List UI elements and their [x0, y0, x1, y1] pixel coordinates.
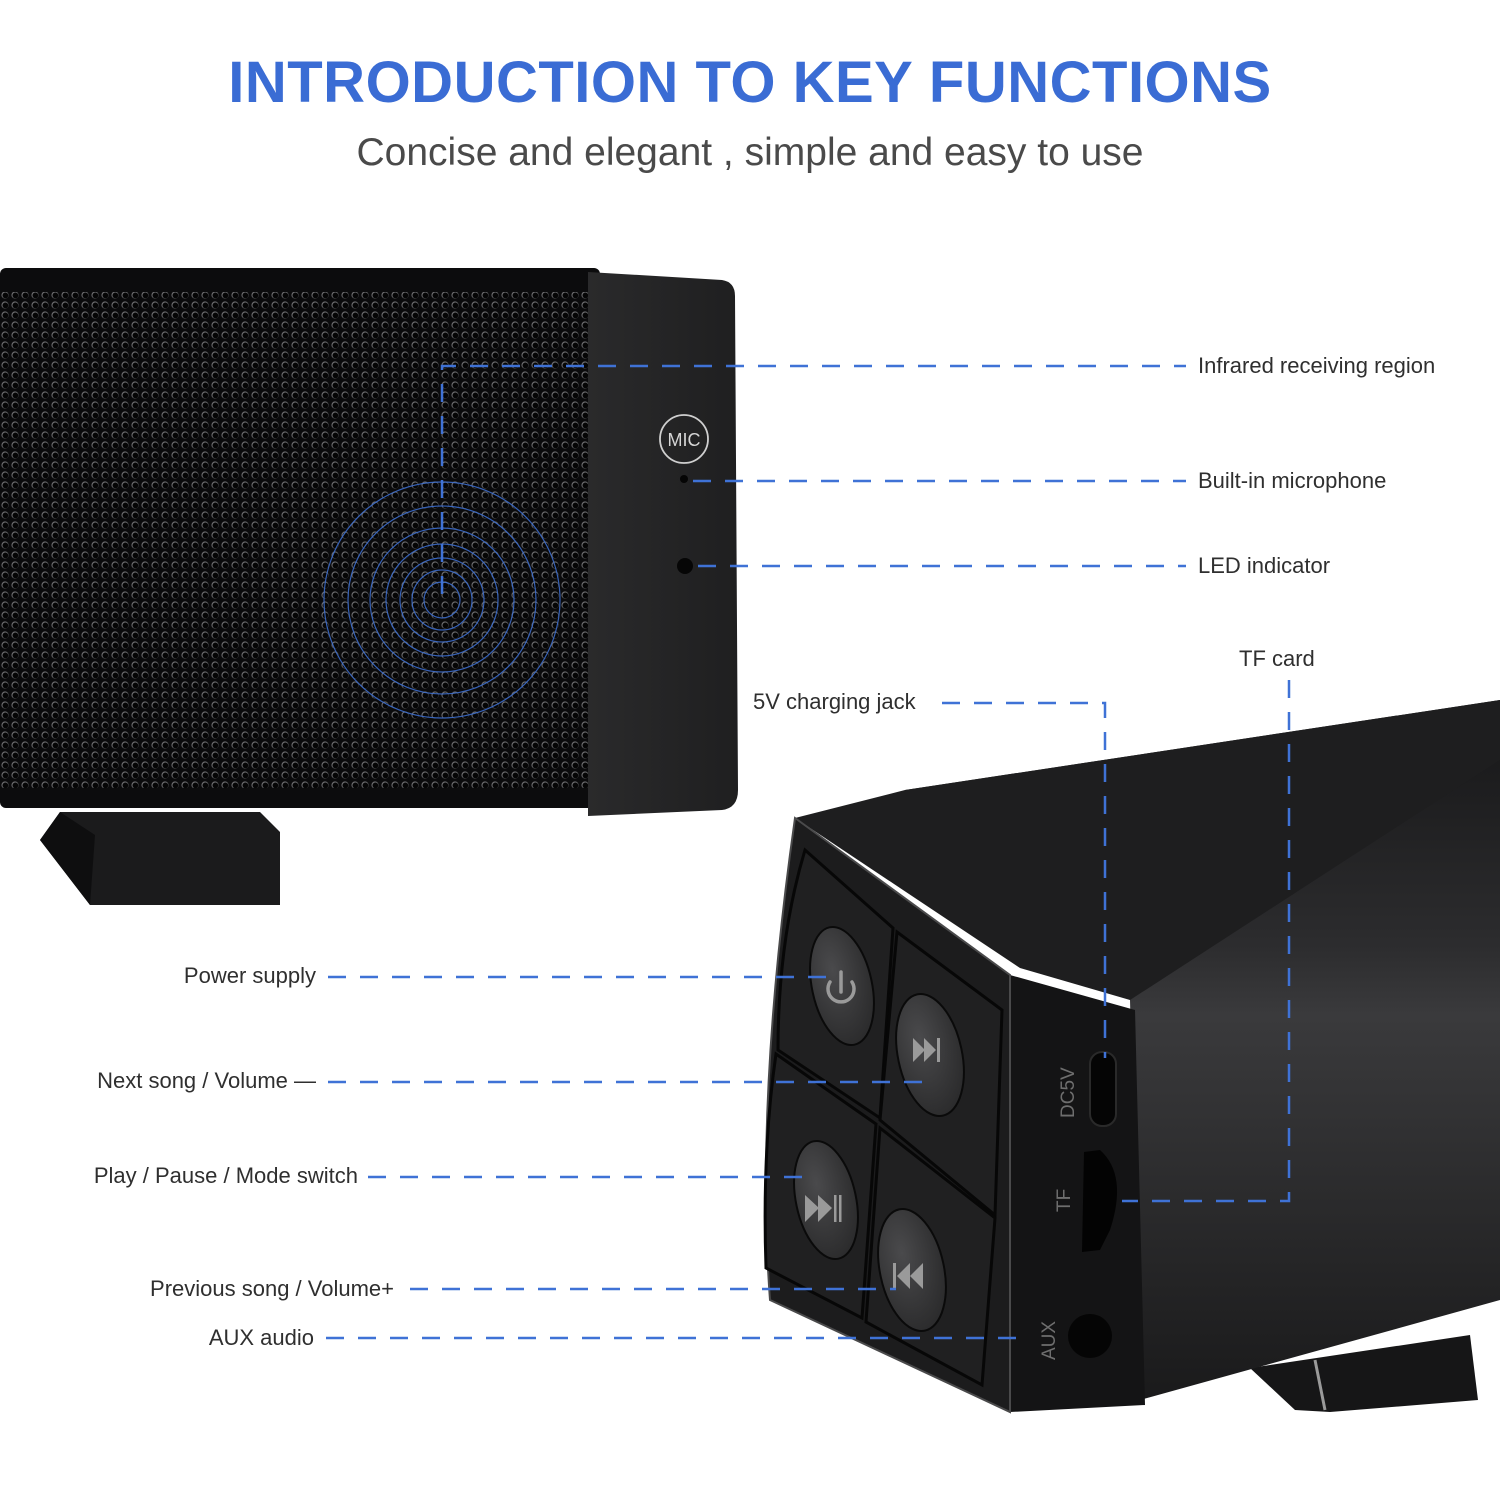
previous-track-icon: [893, 1263, 923, 1289]
previous-track-button[interactable]: [868, 1203, 956, 1338]
callout-infrared-receiving-region: Infrared receiving region: [1198, 353, 1436, 378]
callout-aux-audio: AUX audio: [208, 1325, 314, 1350]
callout-5v-charging-jack: 5V charging jack: [753, 689, 916, 714]
microphone-hole: [680, 475, 688, 483]
callout-play-pause-mode: Play / Pause / Mode switch: [93, 1163, 358, 1188]
callout-line-tf: [1122, 680, 1291, 1203]
dc5v-label: DC5V: [1058, 1067, 1079, 1118]
page-title: INTRODUCTION TO KEY FUNCTIONS: [228, 50, 1272, 115]
dc5v-port: [1089, 1051, 1117, 1127]
front-end-cap: [588, 272, 738, 816]
aux-jack: [1068, 1314, 1112, 1358]
speaker-grille: [0, 292, 588, 788]
power-icon: [826, 970, 856, 1004]
callout-previous-song-volume-up: Previous song / Volume+: [150, 1276, 394, 1301]
next-track-icon: [913, 1038, 940, 1062]
callout-built-in-microphone: Built-in microphone: [1198, 468, 1387, 493]
callout-tf-card: TF card: [1239, 646, 1315, 671]
infrared-rings: [323, 481, 561, 719]
front-stand: [40, 812, 280, 905]
mic-badge-ring: [659, 414, 709, 464]
tf-label: TF: [1054, 1189, 1075, 1212]
side-speaker: DC5V TF AUX: [763, 700, 1500, 1414]
callout-line-charging: [942, 701, 1107, 1058]
callout-lines: [326, 364, 1291, 1340]
page-subtitle: Concise and elegant , simple and easy to…: [356, 131, 1144, 174]
callout-next-song-volume-down: Next song / Volume —: [97, 1068, 316, 1093]
side-stand: [1250, 1335, 1478, 1412]
play-pause-button[interactable]: [784, 1135, 868, 1265]
callout-line-infrared: [440, 364, 1186, 594]
tf-card-slot: [1082, 1150, 1118, 1252]
callout-power-supply: Power supply: [183, 963, 316, 988]
led-indicator: [677, 558, 693, 574]
aux-label: AUX: [1039, 1321, 1060, 1360]
play-pause-icon: [805, 1195, 842, 1222]
power-button[interactable]: [800, 921, 884, 1051]
mic-badge-text: MIC: [668, 430, 701, 450]
front-speaker: MIC: [0, 268, 738, 905]
next-track-button[interactable]: [886, 988, 974, 1123]
callout-led-indicator: LED indicator: [1198, 553, 1331, 578]
